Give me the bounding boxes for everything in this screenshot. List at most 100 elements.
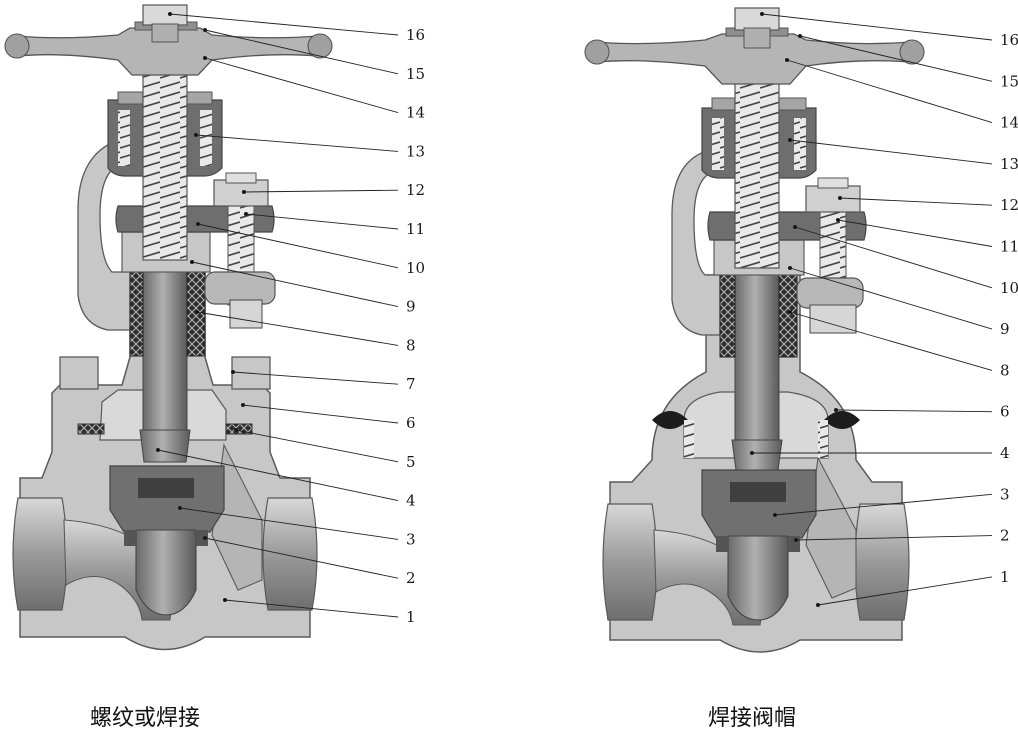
leader-line-right-13 (789, 139, 993, 165)
yoke-nut-thread (200, 110, 212, 166)
packing (778, 274, 798, 358)
inlet-port (602, 503, 658, 621)
part-number-left-1: 1 (406, 608, 416, 626)
gland-bolt-nut-top (225, 172, 257, 184)
leader-dot-left-2 (202, 535, 208, 541)
eyebolt-block (809, 304, 857, 334)
yoke-nut-thread (794, 118, 806, 170)
part-number-right-8: 8 (1000, 361, 1010, 379)
right-leaders (749, 11, 993, 608)
leader-dot-right-8 (787, 309, 793, 315)
gland-bolt-nut (213, 179, 269, 207)
valve-disc (135, 529, 197, 616)
part-number-left-4: 4 (406, 492, 416, 510)
left-valve (4, 4, 333, 651)
part-number-right-12: 12 (1000, 196, 1018, 214)
part-number-left-8: 8 (406, 336, 416, 354)
leader-dot-right-4 (749, 450, 755, 456)
part-number-left-12: 12 (406, 181, 425, 199)
disc-nut (138, 478, 194, 498)
gasket (225, 423, 253, 435)
threaded-stem (142, 69, 188, 261)
right-valve (584, 7, 925, 653)
seat-ring (788, 536, 800, 552)
part-number-left-11: 11 (406, 220, 425, 238)
part-number-right-3: 3 (1000, 485, 1010, 503)
part-number-right-11: 11 (1000, 238, 1018, 256)
leader-dot-left-7 (230, 369, 236, 375)
leader-dot-left-9 (189, 259, 195, 265)
packing (719, 274, 736, 358)
leader-dot-left-14 (202, 55, 208, 61)
part-number-left-16: 16 (406, 26, 425, 44)
part-number-left-14: 14 (406, 104, 425, 122)
weld-bead (824, 411, 860, 429)
leader-line-left-2 (204, 537, 399, 579)
leader-line-left-16 (169, 13, 399, 36)
leader-line-left-7 (232, 371, 399, 385)
leader-dot-left-10 (195, 221, 201, 227)
outlet-passage (805, 456, 857, 599)
leader-line-left-13 (195, 134, 399, 152)
leader-line-right-11 (837, 219, 993, 247)
leader-line-right-10 (794, 226, 993, 289)
bolt-lug (204, 271, 276, 305)
part-number-left-13: 13 (406, 142, 425, 160)
leader-dot-right-12 (837, 195, 843, 201)
leader-dot-left-13 (193, 132, 199, 138)
part-number-right-15: 15 (1000, 72, 1018, 90)
part-number-right-16: 16 (1000, 31, 1018, 49)
leader-line-right-6 (835, 409, 993, 413)
leader-dot-right-14 (784, 57, 790, 63)
leader-dot-right-3 (772, 512, 778, 518)
gland-bolt-nut-top (817, 177, 849, 189)
disc-holder (701, 469, 817, 539)
stem-top (151, 23, 179, 43)
leader-line-right-14 (786, 59, 993, 124)
leader-line-left-12 (243, 189, 399, 193)
leader-dot-left-16 (167, 11, 173, 17)
gasket (77, 423, 105, 435)
leader-dot-left-3 (177, 505, 183, 511)
leader-line-right-9 (789, 267, 993, 330)
yoke-arm (671, 149, 721, 336)
part-number-left-9: 9 (406, 298, 416, 316)
leader-line-right-1 (817, 576, 993, 606)
bonnet-thread (684, 420, 694, 458)
outlet-port (262, 497, 318, 611)
leader-dot-left-6 (240, 402, 246, 408)
leader-dot-right-2 (793, 537, 799, 543)
leader-line-left-3 (179, 507, 399, 540)
leader-dot-left-5 (233, 427, 239, 433)
bonnet-thread (818, 420, 828, 458)
stem-collar (139, 429, 191, 463)
yoke-arm (77, 139, 131, 331)
leader-line-left-5 (235, 429, 399, 463)
part-number-left-7: 7 (406, 375, 416, 393)
leader-line-left-10 (197, 223, 399, 269)
yoke-nut-thread (118, 110, 130, 166)
left-leaders (155, 11, 399, 618)
packing (129, 271, 144, 357)
part-number-left-6: 6 (406, 414, 416, 432)
leader-dot-left-12 (241, 189, 247, 195)
leader-dot-right-16 (759, 11, 765, 17)
seat-ring (196, 530, 208, 546)
eyebolt-block (229, 299, 263, 329)
part-number-right-10: 10 (1000, 279, 1018, 297)
part-number-right-9: 9 (1000, 320, 1010, 338)
leader-line-right-8 (789, 311, 993, 371)
leader-line-left-11 (245, 213, 399, 230)
disc-holder (109, 465, 225, 533)
leader-dot-right-13 (787, 137, 793, 143)
part-number-right-1: 1 (1000, 568, 1010, 586)
weld-bead (652, 411, 688, 429)
inlet-port (12, 497, 68, 611)
part-number-left-3: 3 (406, 530, 416, 548)
handwheel-nut (734, 7, 780, 31)
leader-line-right-2 (795, 535, 993, 541)
part-number-right-4: 4 (1000, 444, 1010, 462)
leader-line-left-8 (196, 311, 399, 346)
part-number-right-14: 14 (1000, 114, 1018, 132)
